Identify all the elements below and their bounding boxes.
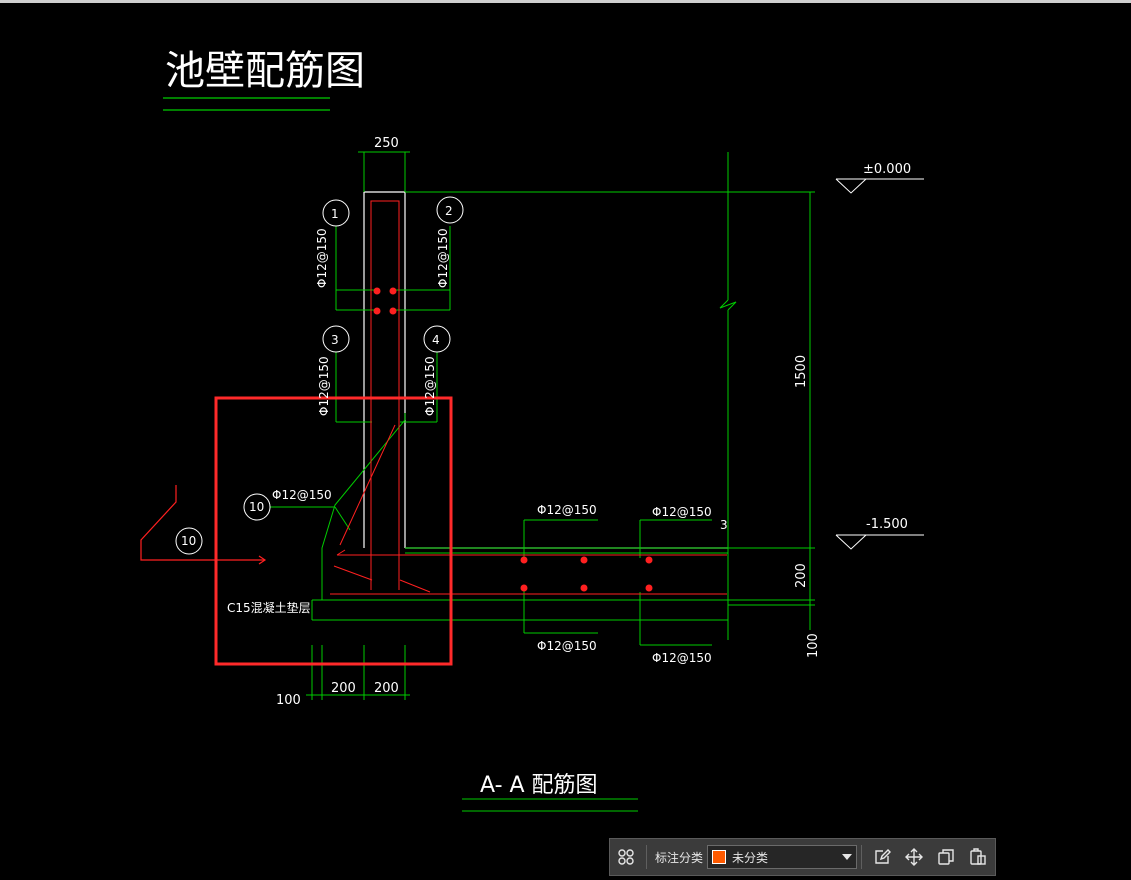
callout-10: 10 — [249, 500, 264, 514]
small-mark: 3 — [720, 518, 728, 532]
dim-cushion-thickness: 100 — [806, 633, 821, 658]
annotation-toolbar: 标注分类 未分类 — [609, 838, 996, 876]
edit-icon[interactable] — [868, 843, 896, 871]
highlight-box[interactable] — [214, 396, 453, 666]
elevation-top: ±0.000 — [863, 162, 911, 177]
cushion-label: C15混凝土垫层 — [227, 600, 311, 615]
slab-top-right-label: Φ12@150 — [652, 505, 712, 519]
callout-3: 3 — [331, 333, 339, 347]
elevation-bottom: -1.500 — [866, 517, 908, 532]
green-lines — [270, 151, 815, 812]
dim-slab-thickness: 200 — [794, 563, 809, 588]
category-selected-value: 未分类 — [732, 850, 769, 865]
slab-bottom-left-label: Φ12@150 — [537, 639, 597, 653]
copy-icon[interactable] — [932, 843, 960, 871]
dim-bottom-200a: 200 — [331, 681, 356, 696]
slab-bottom-right-label: Φ12@150 — [652, 651, 712, 665]
wall-outline — [363, 191, 728, 549]
callout-4: 4 — [432, 333, 440, 347]
annotation-category-label: 标注分类 — [655, 850, 704, 865]
window-top-border — [0, 0, 1131, 3]
rebar-lines — [330, 200, 727, 595]
section-title: A- A 配筋图 — [480, 773, 598, 798]
callout-1: 1 — [331, 207, 339, 221]
rebar-label-2: Φ12@150 — [436, 228, 450, 288]
dim-bottom-200b: 200 — [374, 681, 399, 696]
callout-2: 2 — [445, 204, 453, 218]
elevation-markers — [835, 178, 924, 550]
toolbar-separator — [646, 845, 647, 869]
slab-top-left-label: Φ12@150 — [537, 503, 597, 517]
callout-circles — [175, 196, 464, 555]
annotation-category-select[interactable]: 未分类 — [707, 845, 858, 869]
grid-icon[interactable] — [612, 843, 640, 871]
drawing-title: 池壁配筋图 — [165, 48, 365, 94]
chevron-down-icon — [842, 854, 853, 860]
category-color-swatch — [712, 850, 727, 864]
rebar-dots — [373, 287, 653, 592]
dim-wall-thickness: 250 — [374, 136, 399, 151]
section-cut-marker — [140, 485, 267, 565]
rebar-label-3: Φ12@150 — [317, 356, 331, 416]
rebar-label-10: Φ12@150 — [272, 488, 332, 502]
toolbar-separator — [861, 845, 863, 869]
callout-10-section: 10 — [181, 534, 196, 548]
rebar-label-4: Φ12@150 — [423, 356, 437, 416]
rebar-label-1: Φ12@150 — [315, 228, 329, 288]
dim-wall-height: 1500 — [794, 355, 809, 388]
dim-bottom-100: 100 — [276, 693, 301, 708]
paste-icon[interactable] — [964, 843, 992, 871]
move-icon[interactable] — [900, 843, 928, 871]
